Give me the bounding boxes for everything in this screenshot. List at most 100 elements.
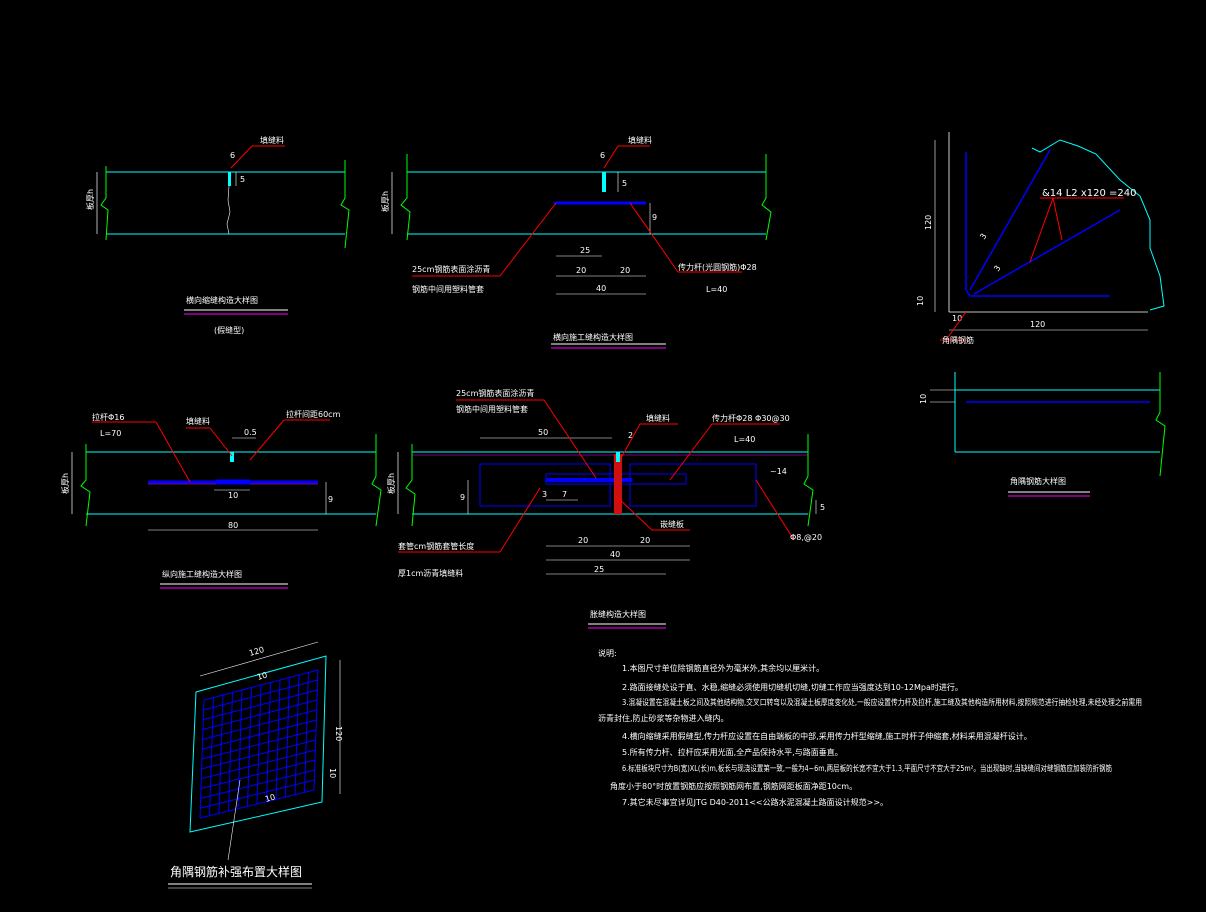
dim-25: 25 (580, 246, 590, 255)
leader-bar (755, 479, 795, 541)
leader-corner (945, 311, 967, 341)
dim-5: 5 (820, 503, 825, 512)
dim-2: 2 (628, 431, 633, 440)
break-line-left (100, 166, 109, 241)
dim-14: ~14 (770, 467, 787, 476)
break-line-right (803, 434, 814, 527)
leader-right (669, 423, 713, 481)
leader-filler (619, 423, 641, 461)
dim-80: 80 (228, 521, 238, 530)
diagonal-bar-2 (973, 209, 1121, 295)
thickness-label: 板厚h (380, 191, 390, 212)
leader-left (499, 202, 557, 277)
length-label: L=70 (100, 429, 121, 438)
lead-text-1: 25cm钢筋表面涂沥青 (412, 264, 490, 274)
corner-bar-l (965, 152, 1110, 297)
note-line: 沥青封住,防止砂浆等杂物进入缝内。 (598, 713, 729, 723)
lead-top-1: 25cm钢筋表面涂沥青 (456, 388, 534, 398)
rebar-mesh (199, 669, 319, 819)
break-line (1155, 372, 1166, 477)
note-line: 6.标准板块尺寸为B(宽)XL(长)m,板长与现浇设置第一致,一般为4~6m,两… (622, 763, 1112, 773)
view-corner-mesh: 120 120 10 10 10 角隅钢筋补强布置大样图 (168, 641, 343, 889)
filler-label: 填缝料 (186, 416, 210, 426)
dim-10-elev: 10 (919, 394, 928, 404)
view5-title: 胀缝构造大样图 (590, 609, 646, 619)
filler-board (614, 454, 622, 514)
dim-10-top: 10 (256, 670, 268, 681)
thickness-label: 板厚h (85, 189, 95, 210)
dim-9: 9 (460, 493, 465, 502)
view-corner-rebar: &14 L2 x120 =240 120 10 120 10 3 3 角隅钢筋 … (916, 132, 1166, 497)
length-label: L=40 (734, 435, 755, 444)
dim-50: 50 (538, 428, 548, 437)
leader-filler (230, 145, 253, 169)
length-label: L=40 (706, 285, 727, 294)
dim-7: 7 (562, 490, 567, 499)
view3-title: 角隅钢筋大样图 (1010, 476, 1066, 486)
dim-6: 6 (230, 151, 235, 160)
leader-right (249, 419, 285, 461)
break-line-left (400, 154, 411, 241)
sawcut (228, 172, 231, 186)
dim-10-side: 10 (328, 768, 337, 778)
dim-5: 5 (622, 179, 627, 188)
leader-bottom (499, 487, 541, 553)
note-line: 3.混凝设置在混凝土板之间及其他结构物,交叉口转弯以及混凝土板厚度变化处,一般应… (622, 697, 1142, 707)
dim-120-side: 120 (334, 726, 343, 741)
leader-right (629, 202, 679, 273)
lead-bottom-1: 套管cm钢筋套管长度 (398, 541, 474, 551)
rebar-label: &14 L2 x120 =240 (1042, 188, 1136, 199)
broken-edge (1031, 139, 1165, 311)
break-line-right (340, 160, 350, 249)
view-contraction-joint: 板厚h 5 6 填缝料 横向缩缝构造大样图 (假缝型) (85, 135, 350, 335)
dim-10-bottom: 10 (264, 792, 276, 803)
dim-120-v: 120 (924, 215, 933, 230)
dim-9: 9 (328, 495, 333, 504)
break-line-right (371, 434, 382, 527)
dim-40: 40 (610, 550, 620, 559)
leader-filler (209, 427, 233, 457)
note-line: 4.横向缩缝采用假缝型,传力杆应设置在自由端板的中部,采用传力杆型缩缝,施工时杆… (622, 731, 1032, 741)
view2-title: 横向施工缝构造大样图 (553, 332, 633, 342)
view-longitudinal-construction-joint: 板厚h 0.5 10 80 9 拉杆Φ16 L=70 填缝料 拉杆间距60cm … (60, 409, 382, 589)
sleeve-right (629, 463, 757, 507)
leader-top (543, 399, 597, 479)
sawcut (602, 172, 606, 192)
dim-10-v: 10 (916, 296, 925, 306)
dim-3: 3 (542, 490, 547, 499)
lead-top-2: 钢筋中间用塑料管套 (456, 404, 528, 414)
dim-40: 40 (596, 284, 606, 293)
dim-120-top-line (199, 641, 319, 677)
filler-label: 填缝料 (646, 413, 670, 423)
lead-left-text: 拉杆Φ16 (92, 412, 124, 422)
dim-05: 0.5 (244, 428, 257, 437)
mesh-bar-horizontal (199, 789, 315, 819)
view-transverse-construction-joint: 板厚h 6 5 9 填缝料 25 20 20 40 25cm钢筋表面涂沥青 钢筋… (380, 135, 772, 349)
diagonal-bar-1 (969, 149, 1051, 291)
view1-subtitle: (假缝型) (214, 325, 244, 335)
lead-right-text: 传力杆Φ28 Φ30@30 (712, 413, 790, 423)
leader-filler (603, 145, 619, 169)
mesh-bar-vertical (313, 669, 319, 791)
mesh-bar-vertical (304, 672, 309, 793)
thickness-label: 板厚h (386, 473, 396, 494)
note-line: 1.本图尺寸单位除钢筋直径外为毫米外,其余均以厘米计。 (622, 663, 824, 673)
dim-120-top: 120 (248, 645, 265, 658)
sleeve-left (479, 463, 611, 507)
leader-rebar-2 (1052, 197, 1063, 241)
crack-line (226, 185, 231, 235)
break-line-left (80, 444, 91, 527)
break-line-left (405, 444, 416, 527)
note-line: 角度小于80°时放置钢筋应按照钢筋网布置,钢筋网距板面净距10cm。 (610, 781, 857, 791)
leader-mesh (227, 779, 241, 861)
note-line: 2.路面接缝处设于直、水稳,缩缝必须使用切缝机切缝,切缝工作应当强度达到10-1… (622, 682, 963, 692)
break-line-right (761, 154, 772, 241)
leader-rebar-1 (1029, 197, 1054, 263)
view-expansion-joint: 50 2 3 7 9 板厚h 20 20 40 25 25cm钢筋表面涂沥青 钢… (386, 388, 825, 629)
leader-board (615, 495, 653, 531)
lead-bottom-2: 厚1cm沥青填缝料 (398, 568, 463, 578)
note-line: 7.其它未尽事宜详见JTG D40-2011<<公路水泥混凝土路面设计规范>>。 (622, 797, 888, 807)
board-label: 嵌缝板 (660, 519, 684, 529)
dim-20a: 20 (578, 536, 588, 545)
